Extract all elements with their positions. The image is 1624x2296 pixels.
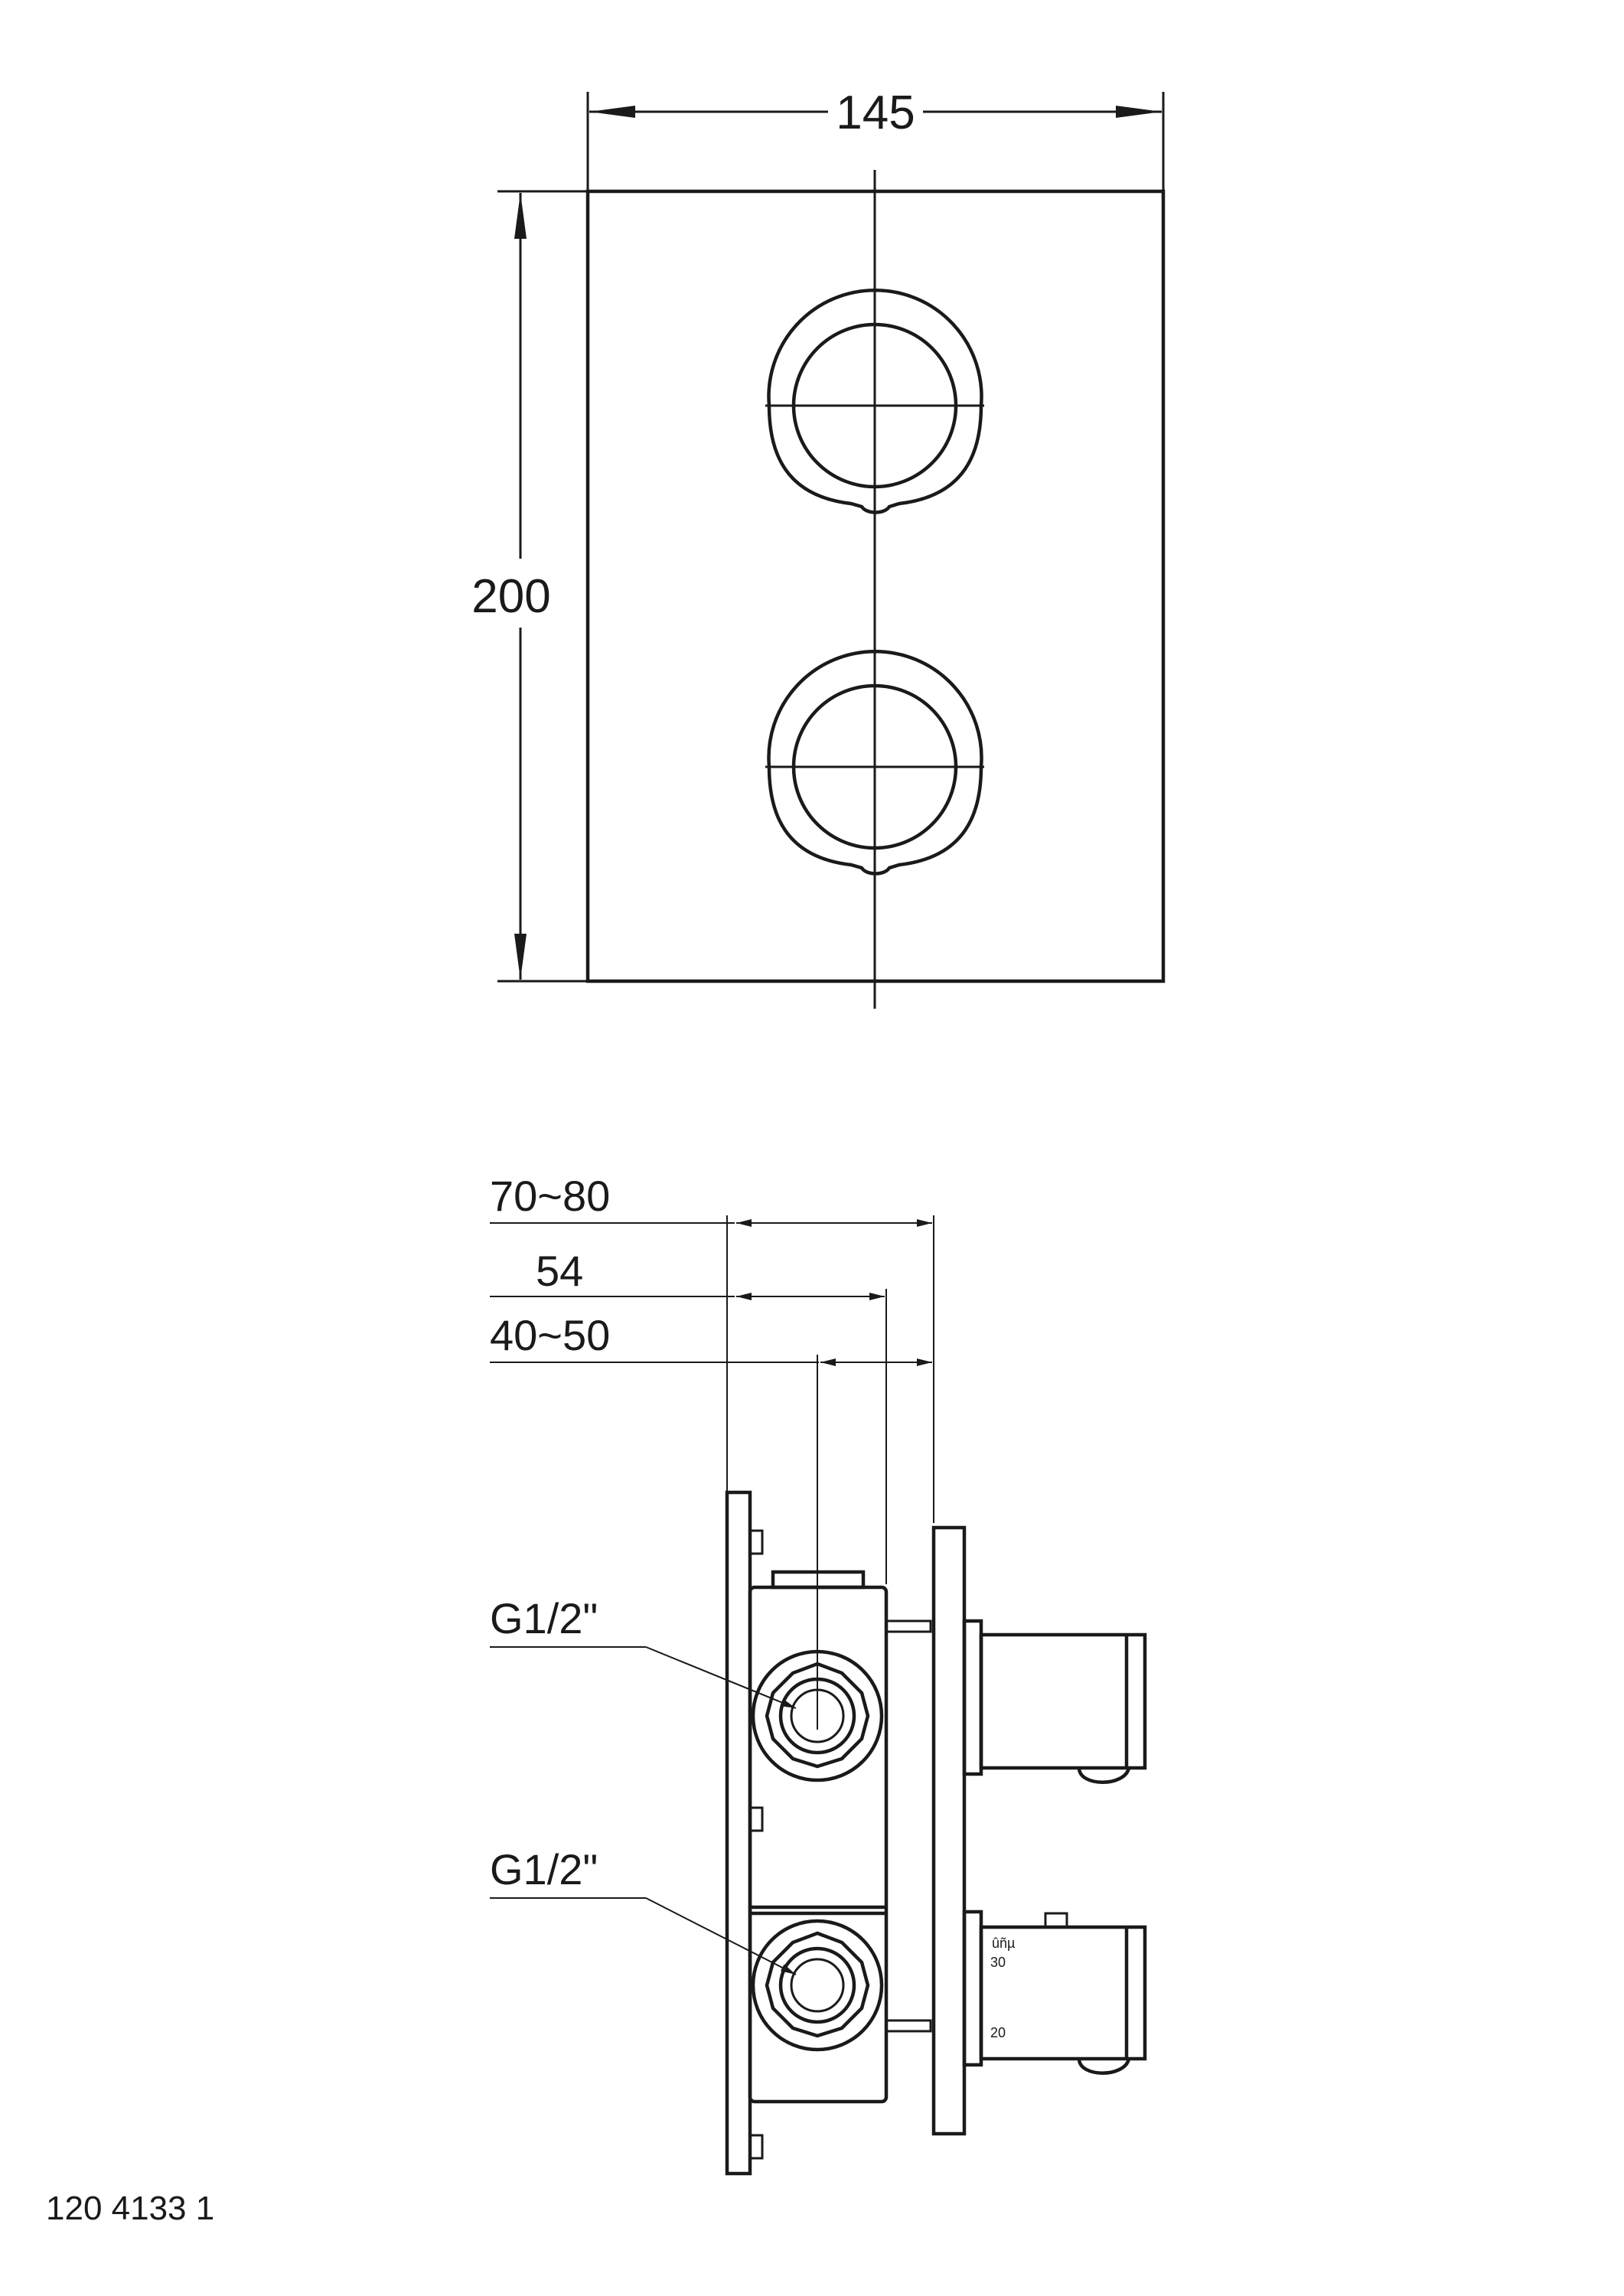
dim-70-80-label: 70~80 (490, 1172, 610, 1220)
drawing-number: 120 4133 1 (46, 2190, 214, 2227)
front-height-label: 200 (471, 570, 550, 623)
lower-handle: ûñµ 30 20 (962, 1910, 1147, 2075)
temp-scale-20: 20 (990, 2025, 1006, 2040)
front-width-dimension: 145 (586, 86, 1165, 191)
temp-scale-30: 30 (990, 1955, 1006, 1970)
front-width-label: 145 (836, 86, 915, 139)
connection-label-upper: G1/2" (490, 1594, 598, 1642)
upper-handle (962, 1619, 1147, 1784)
connection-label-lower: G1/2" (490, 1845, 598, 1893)
dim-54-label: 54 (536, 1247, 583, 1295)
lower-knob (765, 650, 984, 876)
cover-plate (931, 1525, 967, 2136)
front-height-dimension: 200 (471, 190, 588, 983)
svg-text:ûñµ: ûñµ (992, 1936, 1015, 1951)
dim-40-50-label: 40~50 (490, 1311, 610, 1359)
lower-port (751, 1919, 884, 2052)
mounting-bracket (725, 1490, 752, 2176)
side-view: ûñµ 30 20 G1/2" G1/2" (490, 1490, 1147, 2176)
upper-knob (765, 289, 984, 514)
upper-port (751, 1649, 884, 1782)
front-view: 145 200 (471, 86, 1166, 1009)
side-dimensions: 70~80 54 40~50 (490, 1172, 934, 1730)
